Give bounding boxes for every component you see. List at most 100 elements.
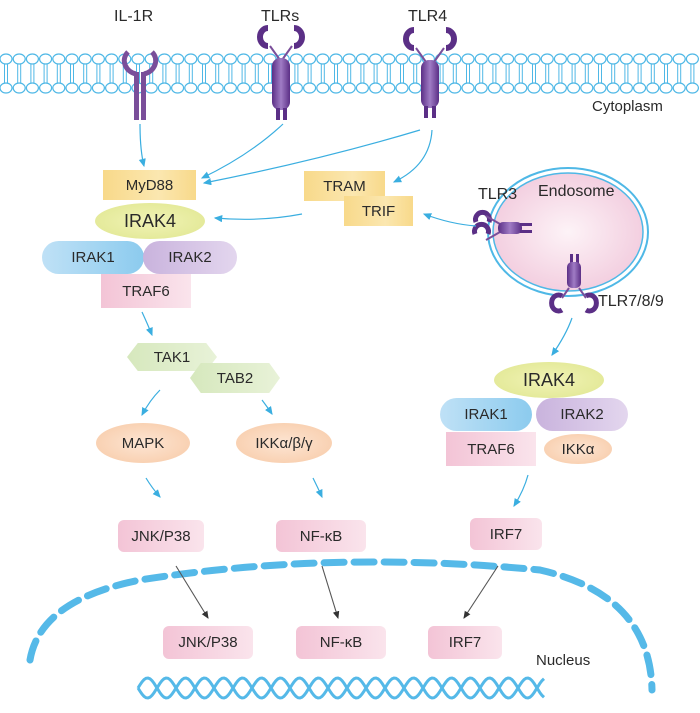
lipid-head: [514, 82, 528, 94]
lipid-head: [619, 82, 634, 94]
lipid-head: [157, 53, 171, 65]
signaling-arrows: [138, 123, 573, 508]
tlr789-receptor-icon: [549, 254, 599, 314]
tlr3-label: TLR3: [478, 186, 518, 203]
lipid-head: [606, 82, 620, 94]
lipid-head: [250, 82, 264, 94]
lipid-head: [104, 53, 119, 65]
lipid-head: [171, 53, 185, 65]
lipid-head: [303, 82, 317, 94]
arrow-tlr4-myd88: [202, 129, 421, 186]
lipid-head: [646, 53, 660, 65]
lipid-head: [355, 82, 369, 94]
lipid-head: [593, 82, 607, 94]
lipid-head: [329, 82, 343, 94]
lipid-head: [144, 82, 158, 94]
lipid-head: [184, 53, 198, 65]
lipid-head: [382, 53, 396, 65]
lipid-head: [52, 82, 66, 94]
lipid-head: [52, 53, 66, 65]
lipid-head: [540, 53, 554, 65]
lipid-head: [65, 82, 79, 94]
traf6-endosomal-node: TRAF6: [446, 432, 536, 466]
lipid-head: [65, 53, 79, 65]
tab2-node: TAB2: [190, 363, 280, 393]
il1r-label: IL-1R: [114, 8, 154, 25]
lipid-head: [157, 82, 171, 94]
lipid-head: [501, 53, 515, 65]
lipid-head: [223, 53, 237, 65]
lipid-head: [342, 53, 356, 65]
irf7-node: IRF7: [470, 518, 542, 550]
irak2-endosomal-node: IRAK2: [536, 398, 628, 431]
lipid-head: [104, 82, 119, 94]
lipid-head: [659, 82, 673, 94]
lipid-head: [184, 82, 198, 94]
arrow-traf6-tak1: [141, 311, 153, 337]
ikk-complex-node: IKKα/β/γ: [236, 423, 332, 463]
lipid-head: [38, 53, 53, 65]
lipid-head: [474, 82, 488, 94]
nuclear-envelope: [26, 558, 656, 694]
lipid-head: [369, 82, 383, 94]
arrow-traf6-irf7: [513, 474, 529, 508]
lipid-head: [342, 82, 356, 94]
il1r-receptor-icon: [121, 50, 159, 120]
arrow-trif-irak4: [213, 213, 303, 223]
lipid-head: [514, 53, 528, 65]
lipid-head: [448, 53, 462, 65]
lipid-head: [553, 53, 568, 65]
arrow-mapk-jnk: [145, 477, 161, 498]
cytoplasm-label: Cytoplasm: [592, 98, 663, 115]
lipid-head: [38, 82, 53, 94]
arrow-tlrs-myd88: [200, 123, 284, 179]
lipid-head: [0, 53, 13, 65]
jnk-p38-nuclear-node: JNK/P38: [163, 626, 253, 659]
nfkb-nuclear-node: NF-κB: [296, 626, 386, 659]
lipid-head: [382, 82, 396, 94]
arrow-il1r-myd88: [138, 123, 146, 168]
lipid-head: [237, 82, 251, 94]
lipid-head: [672, 82, 686, 94]
lipid-head: [672, 53, 686, 65]
lipid-head: [566, 82, 581, 94]
lipid-head: [395, 82, 409, 94]
lipid-head: [593, 53, 607, 65]
lipid-head: [408, 82, 422, 94]
arrow-ikk-nfkb: [312, 477, 323, 499]
arrow-nfkb-nuclear: [321, 565, 340, 620]
lipid-head: [487, 82, 501, 94]
mapk-node: MAPK: [96, 423, 190, 463]
irak4-endosomal-node: IRAK4: [494, 362, 604, 398]
tlr789-label: TLR7/8/9: [598, 293, 664, 310]
arrow-tab2-ikk: [261, 399, 273, 415]
lipid-head: [527, 82, 541, 94]
arrow-tlr3-trif: [422, 213, 477, 227]
lipid-head: [131, 53, 145, 65]
irak1-node: IRAK1: [42, 241, 144, 274]
lipid-head: [250, 53, 264, 65]
lipid-head: [369, 53, 383, 65]
lipid-head: [646, 82, 660, 94]
lipid-head: [606, 53, 620, 65]
lipid-head: [289, 82, 303, 94]
lipid-head: [78, 53, 92, 65]
lipid-head: [461, 53, 475, 65]
lipid-head: [91, 53, 106, 65]
lipid-head: [632, 53, 647, 65]
lipid-head: [553, 82, 568, 94]
lipid-head: [501, 82, 515, 94]
lipid-head: [12, 53, 26, 65]
lipid-head: [171, 82, 185, 94]
lipid-head: [461, 82, 475, 94]
arrow-jnk-nuclear: [175, 565, 209, 619]
lipid-head: [540, 82, 554, 94]
nfkb-node: NF-κB: [276, 520, 366, 552]
arrow-tak1-mapk: [141, 389, 161, 417]
lipid-head: [566, 53, 581, 65]
dna-strand-1: [136, 676, 546, 700]
lipid-head: [78, 82, 92, 94]
lipid-head: [355, 53, 369, 65]
lipid-head: [197, 82, 211, 94]
lipid-head: [303, 53, 317, 65]
